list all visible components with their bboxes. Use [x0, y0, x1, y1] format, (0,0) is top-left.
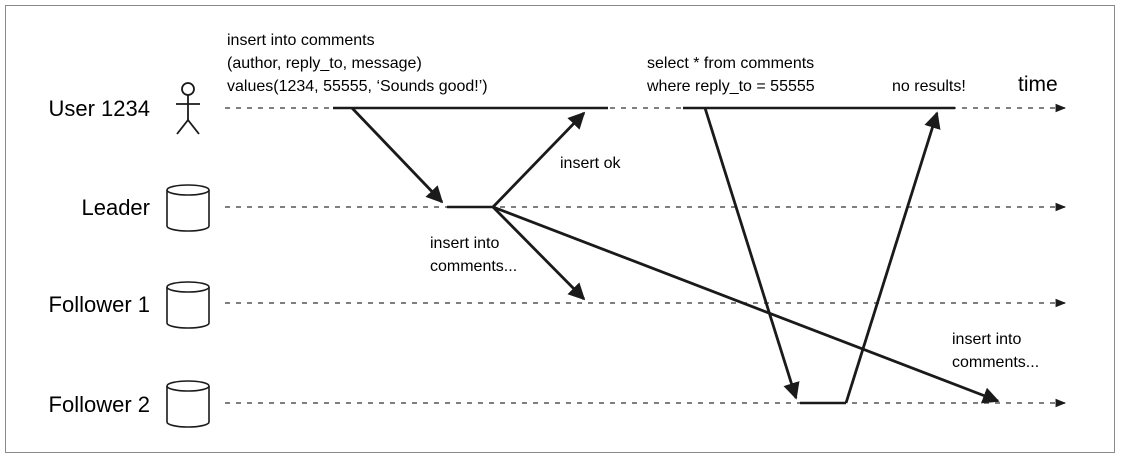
database-icon [166, 184, 210, 232]
insert-query-line-1: insert into comments [227, 32, 375, 49]
select-query-line-2: where reply_to = 55555 [646, 78, 815, 95]
insert-query-line-2: (author, reply_to, message) [227, 55, 422, 72]
diagram-frame [5, 5, 1115, 453]
insert-query-note: insert into comments (author, reply_to, … [227, 32, 488, 95]
replication-note-follower1-line-1: insert into [430, 235, 499, 252]
participant-label-user: User 1234 [48, 96, 150, 121]
participant-label-follower2: Follower 2 [49, 392, 150, 417]
arrow-user-to-follower2 [703, 107, 800, 400]
database-icon [166, 281, 210, 329]
participant-label-follower1: Follower 1 [49, 292, 150, 317]
arrow-leader-to-user [491, 111, 586, 208]
select-query-line-1: select * from comments [647, 55, 814, 72]
database-icon [166, 380, 210, 428]
arrow-leader-to-follower2 [492, 205, 1000, 404]
insert-query-line-3: values(1234, 55555, ‘Sounds good!’) [227, 78, 488, 95]
arrow-follower2-to-user [844, 111, 941, 404]
person-icon [176, 82, 200, 135]
replication-note-follower2: insert into comments... [952, 331, 1039, 371]
insert-ok-note: insert ok [560, 155, 621, 172]
time-axis-label: time [1018, 73, 1058, 96]
replication-note-follower1: insert into comments... [430, 235, 517, 275]
no-results-note: no results! [892, 78, 966, 95]
replication-note-follower1-line-2: comments... [430, 258, 517, 275]
replication-note-follower2-line-2: comments... [952, 354, 1039, 371]
arrow-user-to-leader [350, 107, 444, 204]
participant-label-leader: Leader [81, 195, 150, 220]
arrow-leader-to-follower1 [492, 206, 586, 301]
replication-note-follower2-line-1: insert into [952, 331, 1021, 348]
select-query-note: select * from comments where reply_to = … [646, 55, 815, 95]
